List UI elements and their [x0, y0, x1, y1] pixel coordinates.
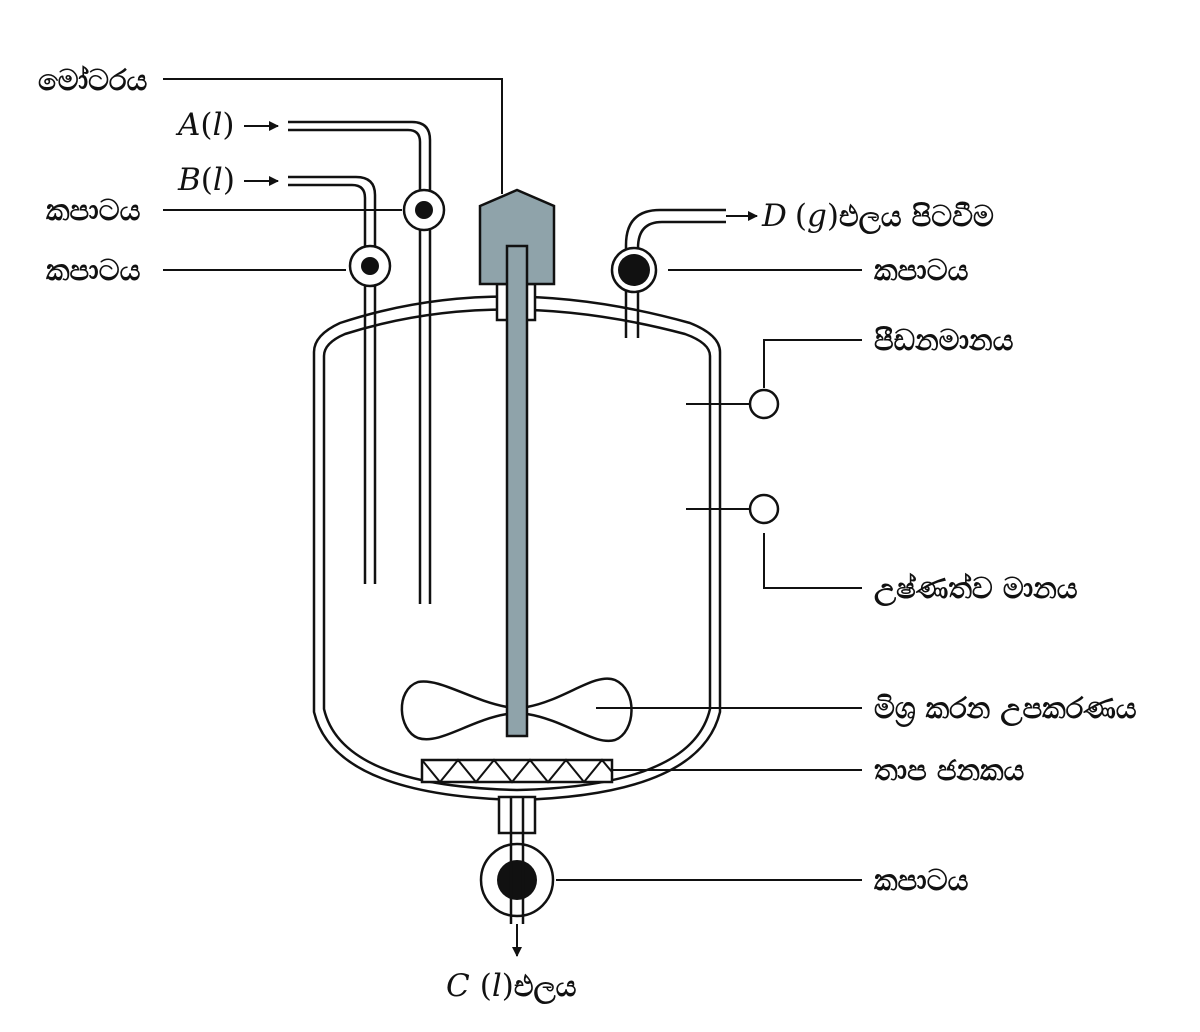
inlet-pipe-b: [288, 175, 392, 584]
leader-pressure: [763, 339, 862, 388]
label-heater: තාප ජනකය: [874, 753, 1025, 787]
bottom-outlet: [479, 795, 555, 957]
label-output-gas: D(g)එලය පිටවීම: [761, 198, 994, 234]
leader-thermometer: [763, 533, 862, 589]
leader-motor: [163, 78, 503, 194]
label-input-a: A(l): [175, 107, 235, 143]
label-pressure-gauge: පීඩනමානය: [874, 323, 1014, 357]
vessel-outer-wall: [312, 295, 722, 802]
motor-assembly: [478, 188, 556, 322]
label-valve-bottom: කපාටය: [874, 863, 969, 897]
heater-element: [420, 758, 614, 784]
thermometer: [686, 493, 780, 525]
label-valve-b: කපාටය: [46, 253, 141, 287]
stirrer-shaft: [505, 244, 529, 738]
pressure-gauge: [686, 388, 780, 420]
label-motor: මෝටරය: [38, 63, 148, 97]
label-valve-gas: කපාටය: [874, 253, 969, 287]
stirrer-blades: [400, 677, 633, 743]
gas-outlet-pipe: [610, 208, 758, 338]
label-stirrer: මිශ්‍ර කරන උපකරණය: [874, 691, 1137, 727]
label-thermometer: උෂ්ණත්ව මානය: [874, 571, 1078, 606]
motor-body: [478, 188, 556, 286]
label-valve-a: කපාටය: [46, 193, 141, 227]
inlet-pipe-a: [288, 120, 446, 604]
label-output-liquid: C(l)එලය: [446, 968, 577, 1004]
label-input-b: B(l): [177, 162, 235, 198]
